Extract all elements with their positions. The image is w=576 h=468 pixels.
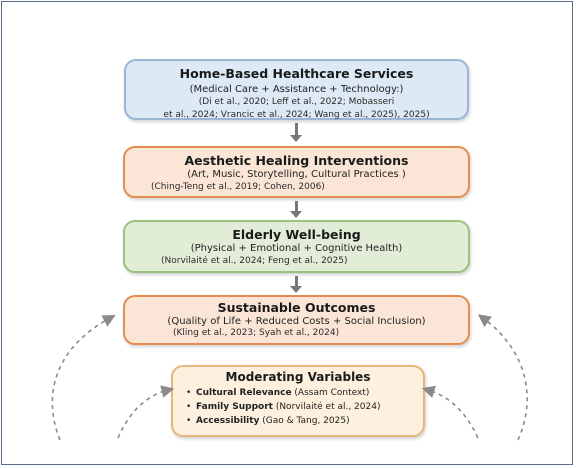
sustainable-outcomes-subtitle: (Quality of Life + Reduced Costs + Socia… [167,316,426,327]
dashed-arrow-left-inner [117,385,175,439]
moderating-item-family: •Family Support (Norvilaité et al., 2024… [186,402,381,412]
flow-arrow-3 [290,276,302,293]
sustainable-outcomes-box: Sustainable Outcomes (Quality of Life + … [123,295,470,345]
moderating-variables-title: Moderating Variables [225,370,371,384]
dashed-arrow-right-outer [477,314,528,441]
moderating-variables-box: Moderating Variables •Cultural Relevance… [171,365,425,437]
bullet-icon: • [186,388,192,398]
aesthetic-healing-citation: (Ching-Teng et al., 2019; Cohen, 2006) [151,182,325,192]
bullet-icon: • [186,402,192,412]
flow-arrow-1 [290,123,302,142]
home-healthcare-title: Home-Based Healthcare Services [179,66,414,81]
elderly-wellbeing-box: Elderly Well-being (Physical + Emotional… [123,220,470,273]
aesthetic-healing-subtitle: (Art, Music, Storytelling, Cultural Prac… [187,169,406,180]
dashed-arrow-right-inner [421,385,479,439]
sustainable-outcomes-title: Sustainable Outcomes [217,300,376,315]
moderating-item-cultural: •Cultural Relevance (Assam Context) [186,388,370,398]
flow-arrow-2 [290,201,302,218]
home-healthcare-citation-2: et al., 2024; Vrancic et al., 2024; Wang… [163,110,430,120]
elderly-wellbeing-subtitle: (Physical + Emotional + Cognitive Health… [190,243,403,254]
aesthetic-healing-box: Aesthetic Healing Interventions (Art, Mu… [123,146,470,198]
bullet-icon: • [186,416,192,426]
moderating-item-accessibility: •Accessibility (Gao & Tang, 2025) [186,416,350,426]
elderly-wellbeing-citation: (Norvilaité et al., 2024; Feng et al., 2… [161,256,348,266]
aesthetic-healing-title: Aesthetic Healing Interventions [184,153,409,168]
home-healthcare-citation-1: (Di et al., 2020; Leff et al., 2022; Mob… [198,97,395,107]
home-based-healthcare-box: Home-Based Healthcare Services (Medical … [124,59,469,120]
sustainable-outcomes-citation: (Kling et al., 2023; Syah et al., 2024) [173,328,340,338]
elderly-wellbeing-title: Elderly Well-being [232,227,361,242]
dashed-arrow-left-outer [51,314,116,441]
home-healthcare-subtitle: (Medical Care + Assistance + Technology:… [189,84,404,95]
